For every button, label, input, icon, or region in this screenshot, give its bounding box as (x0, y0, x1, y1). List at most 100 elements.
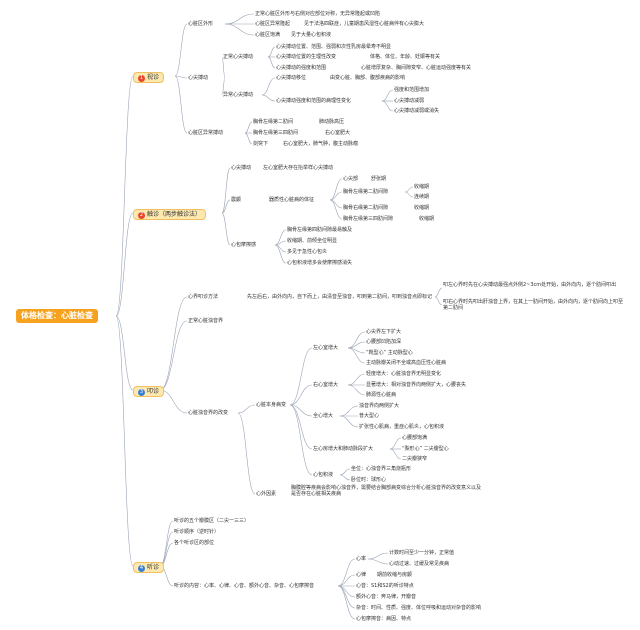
root-node[interactable]: 体格检查：心脏检查 (16, 309, 98, 323)
connector-line (337, 585, 356, 598)
node-text: 右心室肥大 (325, 130, 351, 136)
node-text: 心包积液增多会使摩擦感消失 (287, 260, 353, 266)
node-text: 胸骨左缘第二肋间 (253, 119, 294, 125)
node-text: 心包积液 (313, 472, 334, 478)
node-precordial-shape[interactable]: 心脏区外形 (188, 21, 214, 27)
connector-line (337, 585, 356, 620)
connector-line (159, 531, 174, 567)
node-text: 器质性心脏病的体征 (269, 197, 315, 203)
node-text: 浊音界向两侧扩大 (359, 403, 400, 409)
node-text: 收缩期 (414, 184, 430, 190)
number-badge: 4 (138, 565, 145, 572)
connector-line (389, 448, 402, 460)
node-text: 心尖搏动位置、范围、强弱和次性乳房最晕寿不明显 (276, 44, 392, 50)
connector-line (367, 552, 389, 560)
node-text: 左心房增大和肺动脉段扩大 (313, 446, 374, 452)
node-thrill[interactable]: 震颤 (231, 197, 242, 203)
node-text: 叩左心界时先在心尖搏动最强点外侧2~3cm处开始，由外向内，逐个肋间叩出 (443, 282, 617, 288)
node-text: 体格、体位、年龄、妊娠等有关 (370, 54, 441, 60)
node-text: 心动过速、过缓及常见疾病 (389, 561, 450, 567)
connector-line (329, 178, 343, 201)
node-apex-beat[interactable]: 心尖搏动 (188, 75, 209, 81)
node-text: 胸膜腔等疾病会影响心浊音界，需要结合胸部病变综合分析心脏浊音界的改变意义以及是否… (291, 485, 482, 497)
node-text: 叩右心界时先叩出肝浊音上界，在其上一肋间开始，由外向内，逐个肋间向上叩至第二肋间 (443, 299, 624, 311)
node-text[interactable]: 听诊的五个瓣膜区（二尖一三三） (174, 518, 250, 524)
connector-line (261, 94, 276, 102)
node-pericardial-friction[interactable]: 心包摩擦感 (231, 242, 257, 248)
node-text: 心尖搏动位置的生理性改变 (276, 54, 337, 60)
connector-line (434, 296, 443, 306)
node-abnormal-pulsation[interactable]: 心脏区异常搏动 (188, 130, 224, 136)
node-text: 期前收缩与房颤 (377, 572, 413, 578)
node-text: 先左后右，由外向内，自下而上，由清音至浊音，叩到第二肋间，叩到浊音点即标记 (247, 294, 433, 300)
connector-line (289, 404, 313, 476)
node-text: 二尖瓣狭窄 (402, 456, 428, 462)
node-text: 扩张性心肌病，重症心肌炎，心包积液 (359, 424, 445, 430)
node-auscultation-content[interactable]: 听诊的内容：心率、心律、心音、额外心音、杂音、心包摩擦音 (174, 583, 315, 589)
connector-line (237, 404, 256, 414)
connector-line (221, 77, 226, 96)
connector-line (174, 23, 188, 77)
node-text: 轻度增大：心脏浊音界无明显变化 (366, 371, 442, 377)
node-text: 胸骨左缘第三四肋间 (253, 130, 299, 136)
connector-line (174, 75, 188, 134)
connector-line (339, 474, 351, 481)
node-text: 收缩期、前倾坐位明显 (287, 238, 338, 244)
node-text: 右心室肥大，肺气肿，腹主动脉瘤 (283, 141, 359, 147)
node-text: 剑突下 (253, 141, 269, 147)
node-text: 连续期 (414, 194, 430, 200)
connector-line (244, 121, 253, 134)
connector-line (115, 75, 134, 317)
connector-line (381, 100, 394, 112)
node-text: 心尖界左下扩大 (366, 329, 402, 335)
node-dullness-change[interactable]: 心脏浊音界的改变 (188, 410, 229, 416)
connector-line (347, 331, 366, 349)
connector-line (159, 320, 188, 391)
node-text: 杂音：时间、性质、强度、体位呼吸和运动对杂音的影响 (356, 605, 482, 611)
connector-line (115, 315, 134, 391)
connector-line (329, 199, 343, 220)
node-text: 胸骨左缘第二肋间隙 (343, 189, 389, 195)
number-badge: 2 (138, 212, 145, 219)
node-text: 右心室增大 (313, 382, 339, 388)
node-text: 正常心尖搏动 (223, 54, 254, 60)
connector-line (337, 558, 356, 587)
section-label: 触诊（两步触诊法） (147, 211, 202, 218)
node-text: 心尖搏动强度和范围的病理性变化 (276, 98, 352, 104)
node-text[interactable]: 听诊顺序（逆时针） (174, 529, 220, 535)
number-badge: 1 (138, 75, 145, 82)
node-text: 心脏本身病变 (256, 402, 287, 408)
node-text: 胸骨左缘第三四肋间隙 (343, 216, 394, 222)
node-text: 肺动脉高压 (319, 119, 345, 125)
connector-line (274, 244, 287, 264)
node-text: 心包摩擦音：病因、特点 (356, 616, 412, 622)
node-text: 心尖搏动减弱或消失 (394, 108, 440, 114)
number-badge: 3 (138, 389, 145, 396)
connector-line (339, 415, 359, 428)
node-text: “靴型心” 主动脉型心 (366, 350, 413, 356)
node-text: 见于大量心包积液 (291, 32, 332, 38)
node-border-method[interactable]: 心界叩诊方法 (188, 294, 219, 300)
connector-line (404, 191, 414, 198)
connector-line (159, 296, 188, 391)
node-text: “梨形心” 二尖瓣型心 (402, 446, 449, 452)
section-label: 叩诊 (147, 388, 160, 395)
node-text: 心腰部饱满 (402, 435, 428, 441)
connector-line (159, 389, 188, 414)
node-text[interactable]: 各个听诊区的部位 (174, 540, 215, 546)
node-text: 额外心音：奔马律，开瓣音 (356, 594, 417, 600)
node-text: 多见于急性心包炎 (287, 249, 328, 255)
node-normal-dullness[interactable]: 正常心脏浊音界 (188, 318, 224, 324)
node-text: 全心增大 (313, 413, 334, 419)
node-text: 强度和范围增加 (394, 87, 430, 93)
connector-line (367, 558, 389, 565)
node-text: 心律 (356, 572, 367, 578)
node-text: 异常心尖搏动 (223, 92, 254, 98)
node-text: 收缩期 (419, 216, 435, 222)
connector-line (274, 229, 287, 246)
